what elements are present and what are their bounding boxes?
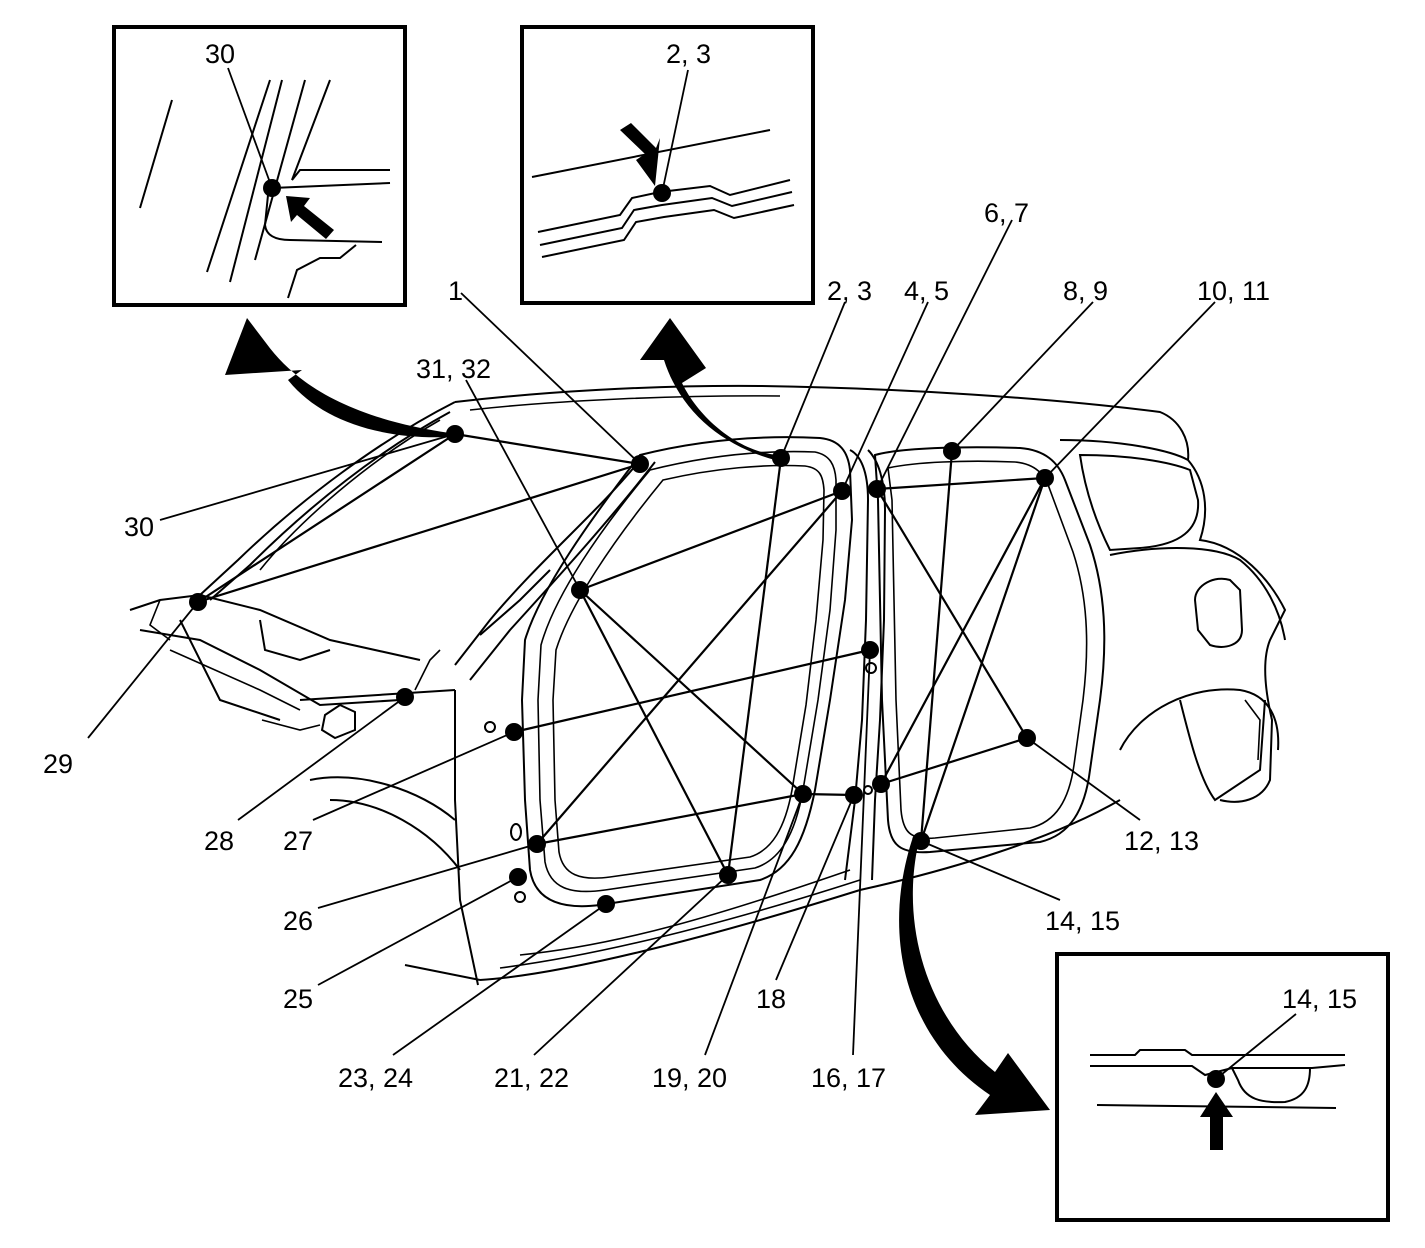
inset-arrow-14-15 — [1200, 1092, 1233, 1150]
label-31-32: 31, 32 — [416, 354, 491, 384]
point-12-13 — [1018, 729, 1036, 747]
point-18 — [845, 786, 863, 804]
point-19-20 — [794, 785, 812, 803]
point-26 — [528, 835, 546, 853]
point-31-32 — [571, 581, 589, 599]
label-6-7: 6, 7 — [984, 198, 1029, 228]
label-12-13: 12, 13 — [1124, 826, 1199, 856]
arrow-to-top-middle-inset — [640, 318, 778, 460]
label-26: 26 — [283, 906, 313, 936]
measurement-lines — [197, 432, 1047, 876]
inset-top-middle: 2, 3 — [520, 25, 815, 305]
label-27: 27 — [283, 826, 313, 856]
label-29: 29 — [43, 749, 73, 779]
label-8-9: 8, 9 — [1063, 276, 1108, 306]
label-16-17: 16, 17 — [811, 1063, 886, 1093]
label-18: 18 — [756, 984, 786, 1014]
leader-lines — [87, 219, 1216, 1056]
label-2-3: 2, 3 — [827, 276, 872, 306]
point-21-22 — [719, 866, 737, 884]
point-30 — [446, 425, 464, 443]
label-25: 25 — [283, 984, 313, 1014]
point-6-7 — [868, 480, 886, 498]
label-30: 30 — [124, 512, 154, 542]
label-4-5: 4, 5 — [904, 276, 949, 306]
inset-point-2-3 — [653, 184, 671, 202]
label-21-22: 21, 22 — [494, 1063, 569, 1093]
point-25 — [509, 868, 527, 886]
point-2-3 — [772, 449, 790, 467]
point-27 — [505, 723, 523, 741]
inset-point-14-15 — [1207, 1070, 1225, 1088]
label-10-11: 10, 11 — [1197, 276, 1270, 306]
label-14-15: 14, 15 — [1045, 906, 1120, 936]
inset-top-left: 30 — [112, 25, 407, 307]
inset-label-14-15: 14, 15 — [1282, 984, 1357, 1014]
point-1 — [631, 455, 649, 473]
point-8-9 — [943, 442, 961, 460]
inset-bottom-right: 14, 15 — [1055, 952, 1390, 1222]
point-4-5 — [833, 482, 851, 500]
label-1: 1 — [448, 276, 463, 306]
inset-arrow-2-3 — [620, 123, 660, 186]
point-10-11 — [1036, 469, 1054, 487]
point-23-24 — [597, 895, 615, 913]
label-19-20: 19, 20 — [652, 1063, 727, 1093]
inset-point-30 — [263, 179, 281, 197]
arrow-to-top-left-inset — [225, 318, 450, 438]
label-23-24: 23, 24 — [338, 1063, 413, 1093]
arrow-to-bottom-right-inset — [899, 840, 1050, 1115]
inset-label-2-3: 2, 3 — [666, 39, 711, 69]
point-28 — [396, 688, 414, 706]
callout-arrows — [225, 318, 1050, 1115]
point-labels: 1 2, 3 4, 5 6, 7 8, 9 10, 11 31, 32 30 2… — [43, 198, 1270, 1093]
point-29 — [189, 593, 207, 611]
inset-label-30: 30 — [205, 39, 235, 69]
label-28: 28 — [204, 826, 234, 856]
inset-arrow-30 — [286, 196, 334, 239]
point-16-17 — [872, 775, 890, 793]
measurement-points — [189, 425, 1054, 913]
point-upper-b — [861, 641, 879, 659]
